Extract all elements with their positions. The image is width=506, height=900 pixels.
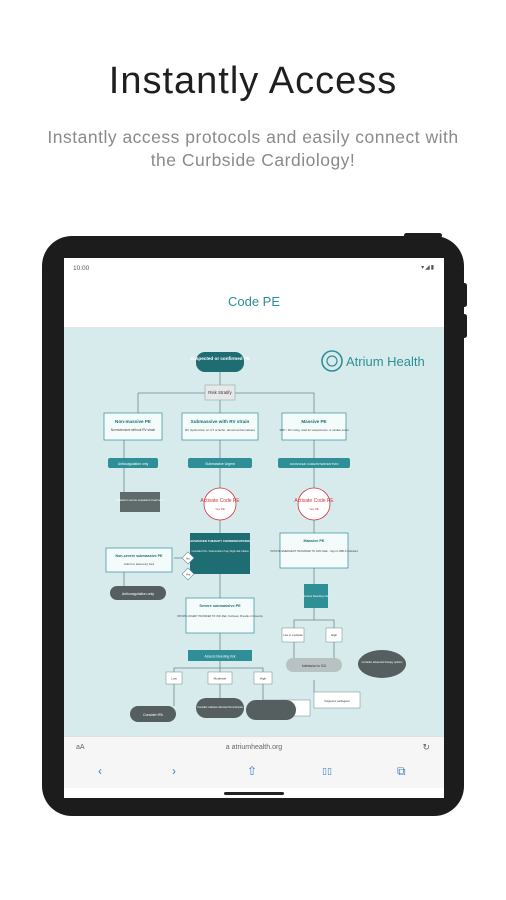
admit-icu-pill (286, 658, 342, 672)
advanced-therapy-desc: Consider ICU / intervention if any high-… (191, 549, 249, 553)
tablet-volume-down (462, 314, 467, 338)
advanced-options-text: Consider advanced therapy options (362, 660, 404, 664)
bookmarks-icon[interactable]: ▯▯ (322, 766, 332, 776)
home-indicator[interactable] (224, 792, 284, 795)
nonsevere-box (105, 547, 173, 573)
submassive-title: Submassive with RV strain (191, 419, 250, 424)
right-low-box (281, 627, 305, 643)
surgical-text: Surgical or pathogenic (324, 699, 351, 703)
url-text[interactable]: a atriumhealth.org (225, 744, 283, 751)
non-massive-box (103, 412, 163, 441)
surgical-box (313, 691, 361, 709)
massive-transfer-box (279, 532, 349, 569)
mid-mod-box (207, 671, 233, 685)
mid-action-bar (188, 458, 252, 468)
back-icon[interactable]: ‹ (98, 764, 102, 778)
mid-low-text: Low (171, 677, 177, 681)
start-node (196, 352, 244, 372)
massive-desc: SBP < 90 mmHg, need for vasopressors, or… (279, 428, 348, 432)
right-bleed-text: Assess bleeding risk (303, 594, 329, 598)
mid-action-text: Submassive Urgent (205, 462, 235, 466)
left-action-text: Anticoagulation only (118, 462, 149, 466)
mid-mod-text: Moderate (214, 677, 227, 681)
mid-bleed-text: Assess bleeding risk (205, 655, 236, 659)
connectors (123, 372, 335, 706)
high-risk-pill (246, 700, 296, 720)
mid-high-box (253, 671, 273, 685)
tablet-screen: 10:00 ▾◢▮ Code PE Atrium Health (64, 258, 444, 798)
outpatient-box (120, 492, 160, 512)
headline: Instantly Access (108, 60, 398, 102)
protocol-document[interactable]: Atrium Health (64, 328, 444, 736)
consider-tpa-pill (130, 706, 176, 722)
tabs-icon[interactable]: ⧉ (397, 764, 406, 778)
severe-desc: INITIATE URGENT TRANSFER TO CMC Main, No… (177, 615, 263, 618)
mid-high-text: High (260, 677, 267, 681)
massive-title: Massive PE (301, 419, 326, 424)
atrium-health-logo: Atrium Health (321, 350, 425, 372)
consider-cdt-pill (196, 698, 244, 718)
right-activate-circle (297, 487, 331, 521)
right-bleed-box (304, 584, 328, 608)
consider-cdt-pill-text: Consider catheter-directed thrombolysis (197, 705, 244, 709)
right-high-box (325, 627, 343, 643)
subtitle: Instantly access protocols and easily co… (47, 127, 459, 170)
massive-transfer-desc: INITIATE EMERGENT TRANSFER TO CMC Main -… (270, 549, 358, 553)
nonsevere-desc: Admit to telemetry bed (124, 562, 154, 566)
text-size-button[interactable]: aA (76, 744, 85, 751)
share-icon[interactable]: ⇧ (247, 764, 258, 778)
advanced-therapy-title: ADVANCED THERAPY CONSIDERATIONS (190, 539, 250, 543)
advanced-therapy-box (190, 533, 250, 574)
anticoag-pill (110, 586, 166, 600)
right-activate-sub: Yes PE (309, 507, 319, 511)
massive-box (281, 412, 347, 441)
tablet-top-button (404, 233, 442, 238)
non-massive-desc: Normotensive without RV strain (111, 428, 156, 432)
submassive-box (181, 412, 259, 441)
risk-node (204, 384, 236, 401)
severe-title: Severe submassive PE (199, 604, 241, 608)
risk-text: Risk Stratify (208, 390, 232, 395)
left-action-bar (108, 458, 158, 468)
decision-no (181, 551, 195, 565)
right-activate-text: Activate Code PE (294, 498, 334, 504)
mid-bleed-bar (188, 650, 252, 661)
mid-low-box (165, 671, 183, 685)
header-divider (64, 327, 444, 328)
logo-text: Atrium Health (346, 354, 425, 369)
browser-toolbar: ‹ › ⇧ ▯▯ ⧉ (64, 758, 444, 788)
admit-icu-text: Admission to ICU (302, 664, 327, 668)
app-title: Code PE (227, 294, 281, 309)
non-massive-title: Non-massive PE (115, 419, 151, 424)
consider-tpa-text: Consider tPA (143, 713, 163, 717)
severe-box (185, 597, 255, 634)
right-low-text: Low or moderate (283, 633, 303, 637)
mid-activate-text: Activate Code PE (200, 498, 240, 504)
status-time: 10:00 (73, 265, 90, 272)
start-text: Suspected or confirmed PE (190, 356, 250, 361)
forward-icon[interactable]: › (172, 764, 176, 778)
right-action-bar (278, 458, 350, 468)
mid-activate-sub: Yes PE (215, 507, 225, 511)
status-icons: ▾◢▮ (421, 265, 435, 271)
decision-yes (181, 567, 195, 581)
anticoag-pill-text: Anticoagulation only (122, 592, 154, 596)
decision-yes-text: Yes (186, 573, 191, 577)
right-high-text: High (331, 633, 338, 637)
browser-url-bar[interactable]: aA a atriumhealth.org ↻ (64, 736, 444, 759)
submassive-desc: RV dysfunction on CT or Echo, abnormal b… (185, 428, 256, 432)
flowchart: Atrium Health (103, 350, 425, 722)
massive-transfer-title: Massive PE (304, 539, 325, 543)
status-bar: 10:00 ▾◢▮ (64, 258, 444, 278)
reload-icon[interactable]: ↻ (422, 742, 430, 752)
mid-activate-circle (203, 487, 237, 521)
right-action-text: ADVANCED CARE/INTERVENTION (290, 462, 339, 466)
advanced-options-pill (358, 650, 406, 678)
outpatient-text: Inpatient versus outpatient treatment (117, 498, 164, 502)
decision-no-text: No (186, 557, 190, 561)
tablet-volume-up (462, 283, 467, 307)
nonsevere-title: Non-severe submassive PE (116, 554, 164, 558)
